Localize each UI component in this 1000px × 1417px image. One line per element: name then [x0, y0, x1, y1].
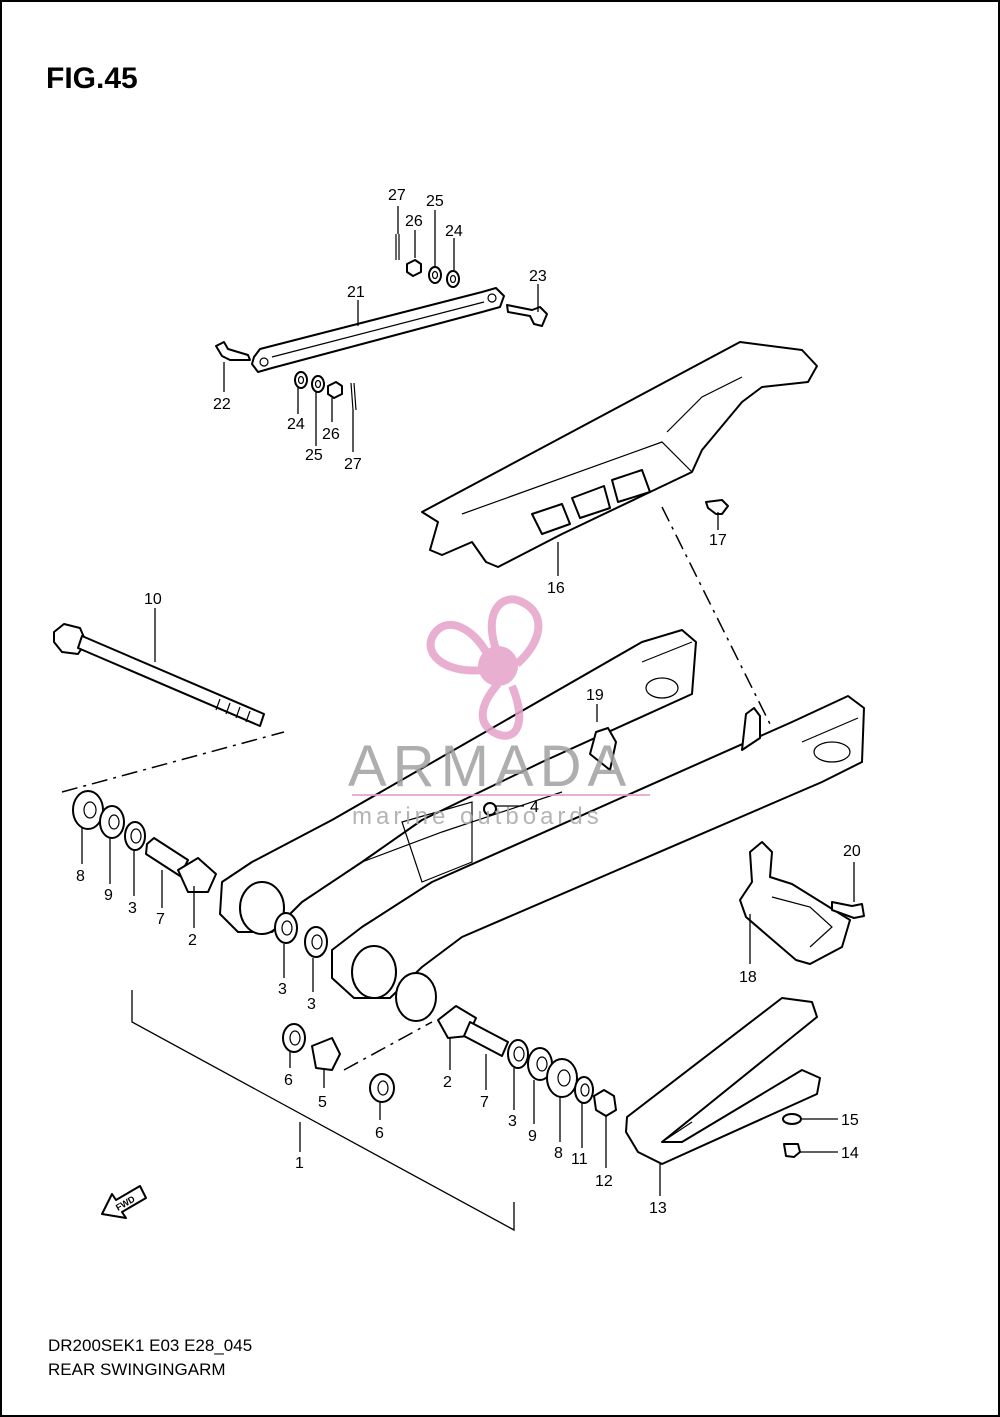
- callout-labels: 27 26 25 24 23 21 22 24 25 26 27 17 16 1…: [76, 187, 861, 1217]
- callout-11: 11: [571, 1151, 588, 1168]
- callout-9: 9: [528, 1128, 537, 1145]
- cotter-pin-27-upper[interactable]: [395, 234, 400, 260]
- callout-25: 25: [426, 193, 444, 210]
- swingarm-bracket: [131, 990, 515, 1232]
- callout-4: 4: [530, 799, 539, 816]
- nut-12[interactable]: [593, 1089, 617, 1117]
- pivot-boss: [395, 972, 437, 1022]
- callout-25: 25: [305, 447, 323, 464]
- screw-14[interactable]: [783, 1143, 801, 1158]
- callout-7: 7: [480, 1094, 489, 1111]
- callout-27: 27: [388, 187, 406, 204]
- washer-25-upper[interactable]: [428, 266, 442, 284]
- callout-5: 5: [318, 1094, 327, 1111]
- chain-buffer-13[interactable]: [625, 997, 821, 1165]
- watermark-brand: ARMADA: [348, 734, 632, 799]
- callout-22: 22: [213, 396, 231, 413]
- callout-2: 2: [188, 932, 197, 949]
- callout-24: 24: [445, 223, 463, 240]
- washer-9-left[interactable]: [99, 805, 125, 839]
- washer-15[interactable]: [782, 1113, 802, 1125]
- washer-8-right[interactable]: [546, 1058, 578, 1098]
- callout-6: 6: [375, 1125, 384, 1142]
- callout-10: 10: [144, 591, 162, 608]
- seal-6-right[interactable]: [369, 1073, 395, 1103]
- chain-case-mount-line: [661, 506, 773, 729]
- figure-title: FIG.45: [46, 62, 138, 95]
- callout-7: 7: [156, 911, 165, 928]
- model-code: DR200SEK1 E03 E28_045: [48, 1336, 253, 1355]
- callout-13: 13: [649, 1200, 667, 1217]
- bearing-2-left[interactable]: [177, 857, 217, 893]
- seal-3-right[interactable]: [507, 1039, 529, 1069]
- leader-lines: [81, 206, 855, 1196]
- callout-19: 19: [586, 687, 604, 704]
- callout-9: 9: [104, 887, 113, 904]
- washer-24-lower[interactable]: [294, 371, 308, 389]
- washer-24-upper[interactable]: [446, 270, 460, 288]
- armada-watermark: ARMADA marine outboards: [348, 595, 650, 830]
- seal-3-left[interactable]: [124, 821, 146, 851]
- callout-3: 3: [307, 996, 316, 1013]
- callout-3: 3: [128, 900, 137, 917]
- chain-case-16[interactable]: [421, 341, 818, 568]
- chain-guide-18[interactable]: [739, 841, 851, 965]
- cotter-pin-27-lower[interactable]: [350, 382, 357, 411]
- bolt-17[interactable]: [705, 499, 729, 515]
- callout-23: 23: [529, 268, 547, 285]
- bolt-20[interactable]: [831, 901, 865, 919]
- callout-27: 27: [344, 456, 362, 473]
- callout-21: 21: [347, 284, 365, 301]
- seal-3-mid-b[interactable]: [304, 926, 328, 958]
- callout-26: 26: [322, 426, 340, 443]
- spacer-7-right[interactable]: [463, 1021, 509, 1057]
- callout-3: 3: [278, 981, 287, 998]
- callout-2: 2: [443, 1074, 452, 1091]
- callout-14: 14: [841, 1145, 859, 1162]
- callout-1: 1: [295, 1155, 304, 1172]
- nut-26-upper[interactable]: [406, 259, 422, 277]
- washer-11[interactable]: [574, 1076, 594, 1104]
- torque-link-21[interactable]: [251, 287, 505, 373]
- callout-8: 8: [76, 868, 85, 885]
- bolt-23[interactable]: [506, 304, 548, 327]
- callout-8: 8: [554, 1145, 563, 1162]
- callout-18: 18: [739, 969, 757, 986]
- callout-6: 6: [284, 1072, 293, 1089]
- pivot-bolt-10[interactable]: [53, 623, 265, 727]
- callout-15: 15: [841, 1112, 859, 1129]
- diagram-caption: REAR SWINGINGARM: [48, 1360, 226, 1379]
- seal-3-mid-a[interactable]: [274, 912, 298, 944]
- fwd-arrow: FWD: [101, 1185, 147, 1219]
- washer-8-left[interactable]: [72, 790, 104, 830]
- callout-16: 16: [547, 580, 565, 597]
- linkage-axis-line: [343, 1021, 433, 1071]
- callout-20: 20: [843, 843, 861, 860]
- bearing-5[interactable]: [311, 1037, 341, 1071]
- washer-25-lower[interactable]: [311, 375, 325, 393]
- nut-26-lower[interactable]: [327, 381, 343, 399]
- callout-12: 12: [595, 1173, 613, 1190]
- figure-footer: DR200SEK1 E03 E28_045 REAR SWINGINGARM: [48, 1334, 252, 1382]
- propeller-logo-icon: [426, 595, 543, 740]
- watermark-tagline: marine outboards: [352, 803, 603, 830]
- seal-6-left[interactable]: [282, 1023, 306, 1053]
- callout-24: 24: [287, 416, 305, 433]
- bolt-22[interactable]: [215, 341, 251, 361]
- callout-17: 17: [709, 532, 727, 549]
- pivot-axis-line: [61, 731, 285, 793]
- swingarm-1[interactable]: [219, 629, 865, 999]
- callout-26: 26: [405, 213, 423, 230]
- callout-3: 3: [508, 1113, 517, 1130]
